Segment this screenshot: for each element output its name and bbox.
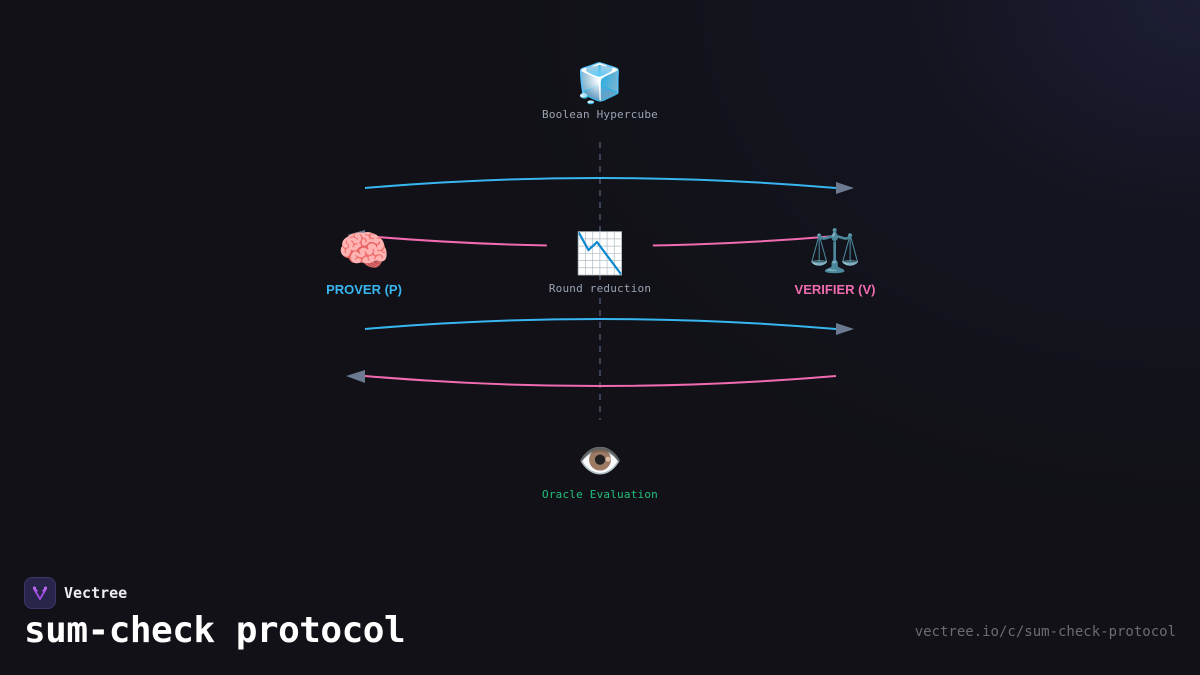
message-arrow-p-to-v-1 <box>364 177 854 194</box>
eye-icon: 👁️ <box>577 441 623 482</box>
node-label: Boolean Hypercube <box>542 108 658 121</box>
arrowhead-right-icon <box>836 323 854 335</box>
brain-icon: 🧠 <box>337 226 391 275</box>
message-arrow-p-to-v-2 <box>364 318 854 335</box>
chart-decreasing-icon: 📉 <box>546 234 654 274</box>
ice-cube-icon: 🧊 <box>576 61 624 105</box>
arrowhead-left-icon <box>347 230 365 241</box>
message-arrow-v-to-p-2 <box>346 370 837 387</box>
brand: Vectree <box>24 577 127 609</box>
node-label: Oracle Evaluation <box>542 488 658 501</box>
node-prover: 🧠 PROVER (P) <box>326 226 402 298</box>
node-label: Round reduction <box>546 282 654 295</box>
arrowhead-right-icon <box>836 182 854 194</box>
node-verifier: ⚖️ VERIFIER (V) <box>794 226 876 298</box>
brand-name: Vectree <box>64 584 128 602</box>
page-url[interactable]: vectree.io/c/sum-check-protocol <box>914 624 1176 640</box>
verifier-label: VERIFIER (V) <box>794 282 876 297</box>
node-boolean-hypercube: 🧊 Boolean Hypercube <box>542 64 658 121</box>
node-oracle-evaluation: 👁️ Oracle Evaluation <box>542 441 658 502</box>
vectree-logo-icon <box>24 577 56 609</box>
arrowhead-left-icon <box>346 370 365 383</box>
prover-label: PROVER (P) <box>326 282 402 297</box>
balance-scale-icon: ⚖️ <box>808 226 862 275</box>
node-round-reduction: 📉 Round reduction <box>546 234 654 295</box>
page-title: sum-check protocol <box>24 610 406 651</box>
